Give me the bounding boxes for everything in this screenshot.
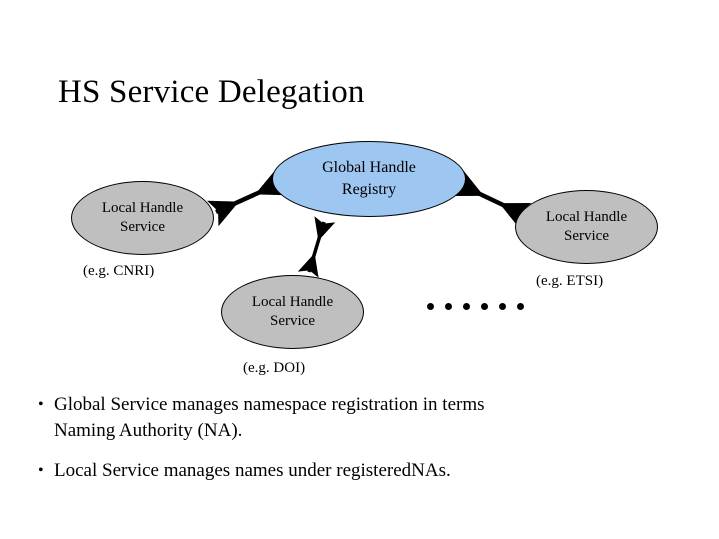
bullet-marker: • xyxy=(38,462,44,479)
connector-registry-right xyxy=(451,170,532,229)
ellipsis-dots xyxy=(427,303,524,310)
bullet-text: Global Service manages namespace registr… xyxy=(54,394,485,441)
list-item: • Local Service manages names under regi… xyxy=(38,458,688,484)
node-label-line2: Service xyxy=(270,313,315,329)
bullet-text: Local Service manages names under regist… xyxy=(54,460,451,481)
caption-doi: (e.g. DOI) xyxy=(243,360,306,376)
page-title: HS Service Delegation xyxy=(58,74,365,110)
ellipsis-dot xyxy=(517,303,524,310)
caption-etsi: (e.g. ETSI) xyxy=(536,273,604,289)
ellipsis-dot xyxy=(481,303,488,310)
node-local-handle-service-right[interactable]: Local Handle Service xyxy=(515,190,658,264)
caption-cnri: (e.g. CNRI) xyxy=(83,263,155,279)
node-label-line1: Local Handle xyxy=(101,200,184,216)
node-global-handle-registry[interactable]: Global Handle Registry xyxy=(272,141,466,217)
node-label-line2: Service xyxy=(120,219,165,235)
node-label-line1: Local Handle xyxy=(545,209,628,225)
ellipsis-dot xyxy=(499,303,506,310)
ellipsis-dot xyxy=(463,303,470,310)
ellipsis-dot xyxy=(445,303,452,310)
diagram-canvas xyxy=(206,169,532,278)
node-local-handle-service-left[interactable]: Local Handle Service xyxy=(71,181,214,255)
connector-left-registry xyxy=(206,169,288,227)
connector-layer xyxy=(206,169,532,278)
node-local-handle-service-bottom[interactable]: Local Handle Service xyxy=(221,275,364,349)
bullet-marker: • xyxy=(38,396,44,413)
node-label-line1: Global Handle xyxy=(322,159,416,176)
node-label-line1: Local Handle xyxy=(251,294,334,310)
node-label-line2: Service xyxy=(564,228,609,244)
bullet-list: • Global Service manages namespace regis… xyxy=(38,392,688,498)
connector-registry-bottom xyxy=(297,216,336,278)
ellipsis-dot xyxy=(427,303,434,310)
node-label-line2: Registry xyxy=(341,181,397,198)
list-item: • Global Service manages namespace regis… xyxy=(38,392,688,444)
